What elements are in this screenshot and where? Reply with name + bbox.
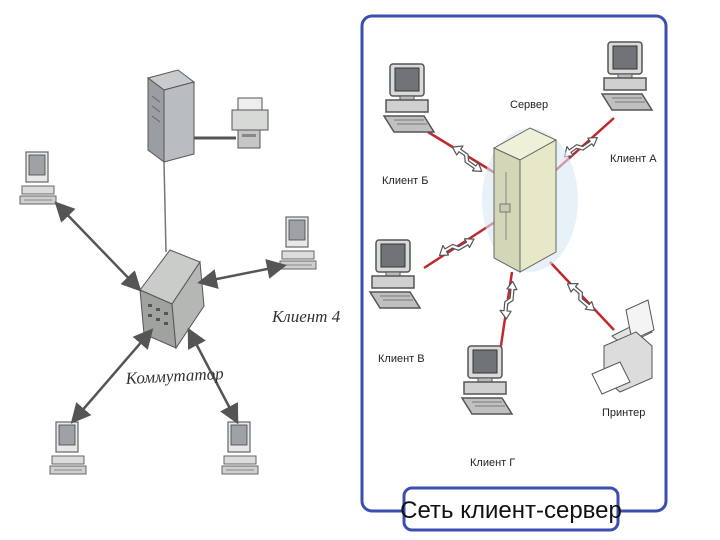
client-g-label: Клиент Г	[470, 457, 515, 469]
server-icon	[482, 127, 578, 273]
title-box	[402, 486, 620, 532]
client-terminal-icon	[19, 151, 57, 205]
server-tower-icon	[146, 69, 196, 163]
link-client1	[54, 201, 142, 292]
client-4-terminal-icon	[279, 216, 317, 270]
client-terminal-icon	[221, 421, 259, 475]
client-v-label: Клиент В	[378, 353, 425, 365]
left-network-diagram: Коммутатор Клиент 4	[19, 69, 341, 475]
link-client5	[187, 327, 239, 425]
diagram-title: Сеть клиент-сервер	[400, 497, 622, 524]
switch-label: Коммутатор	[124, 364, 224, 388]
link-client3	[70, 328, 154, 424]
client-b-label: Клиент Б	[382, 175, 428, 187]
printer-icon	[231, 97, 269, 149]
server-label: Сервер	[510, 99, 548, 111]
client-4-label: Клиент 4	[271, 307, 341, 326]
client-terminal-icon	[49, 421, 87, 475]
right-network-diagram: Сервер Клиент Б Клиент А Клиент В Клиент…	[360, 14, 668, 532]
printer-icon	[591, 299, 655, 395]
printer-label: Принтер	[602, 407, 645, 419]
server-link	[163, 161, 167, 253]
client-a-label: Клиент А	[610, 153, 657, 165]
link-client4	[197, 259, 287, 289]
